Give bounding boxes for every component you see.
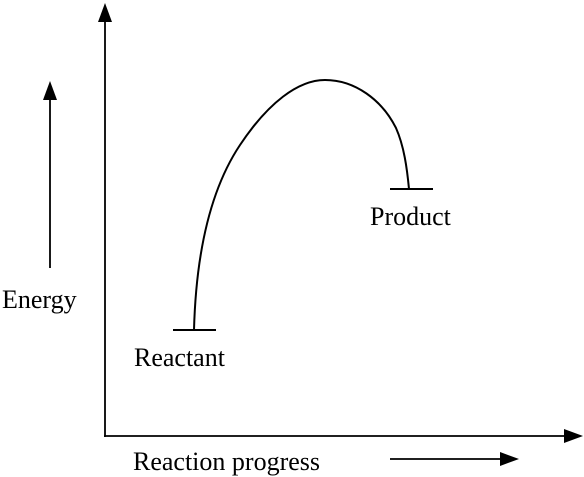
energy-direction-arrow [43,81,57,268]
energy-curve [193,78,410,331]
progress-direction-arrow [390,452,519,466]
y-axis-label: Energy [2,285,77,314]
reactant-label: Reactant [134,343,226,372]
x-axis [104,429,583,443]
product-label: Product [370,202,452,231]
y-axis [98,3,112,437]
x-axis-label: Reaction progress [133,447,320,476]
